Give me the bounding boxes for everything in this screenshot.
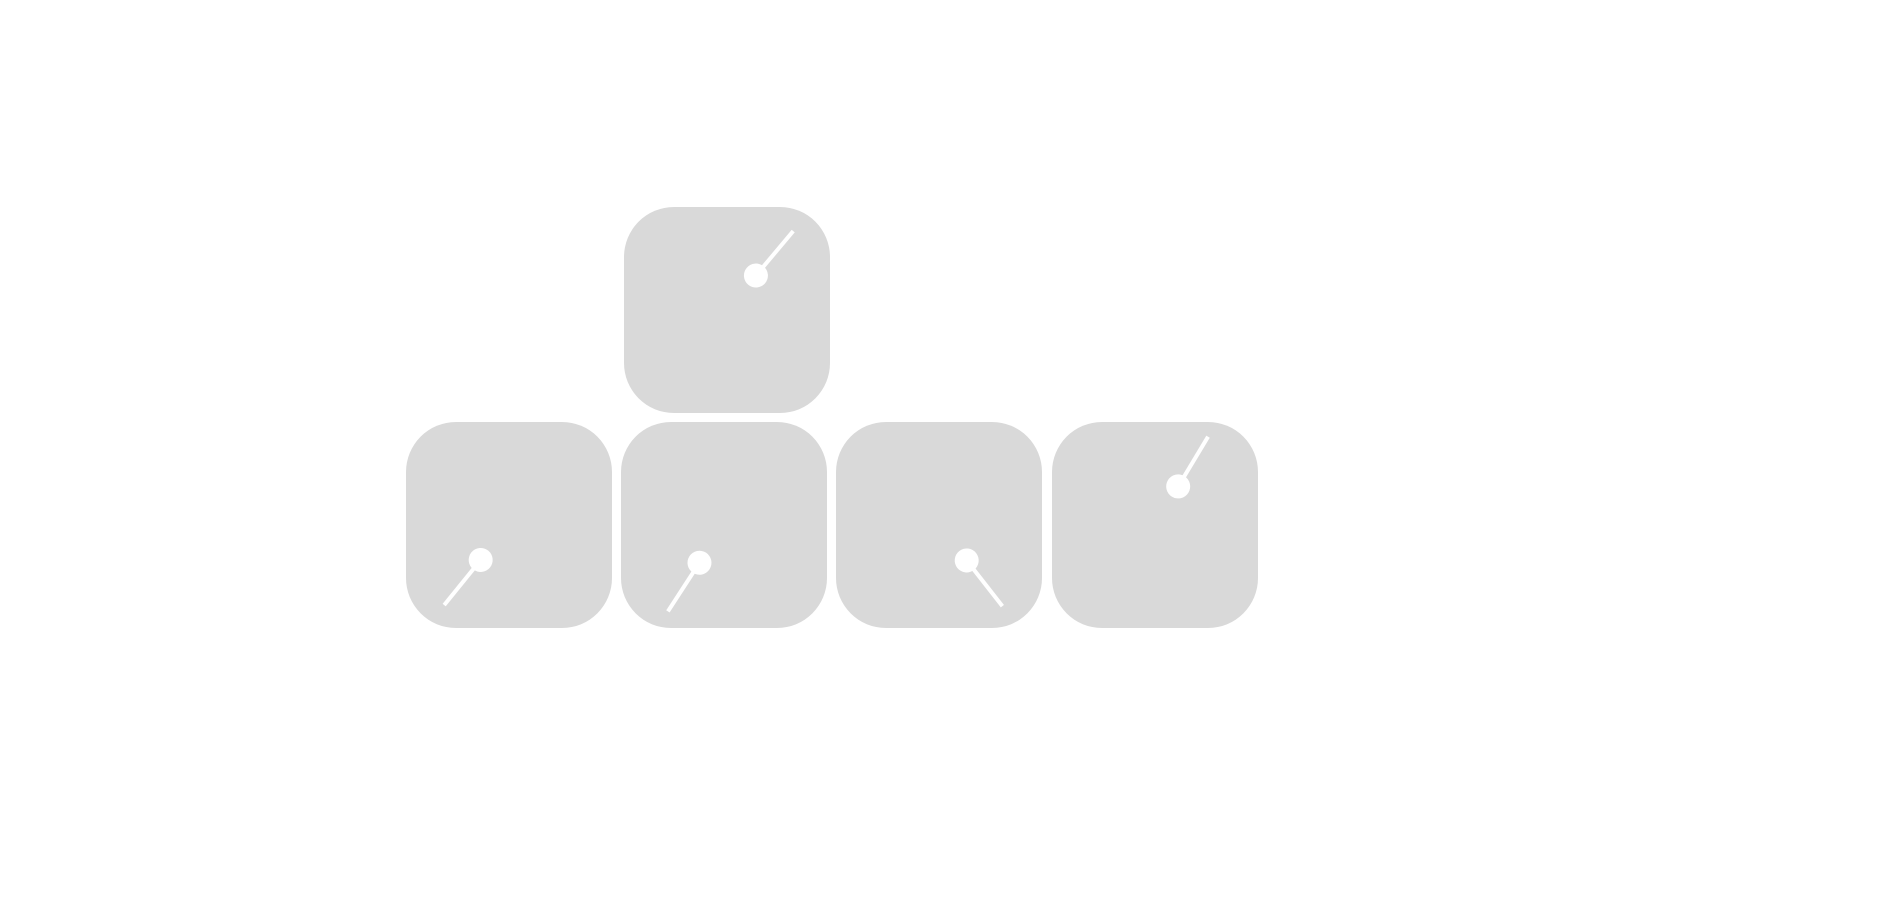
tile-face <box>836 422 1042 628</box>
tile-face <box>624 207 830 413</box>
rotatable-tile-bottom-3[interactable] <box>836 422 1042 639</box>
pointer-knob <box>1166 474 1191 499</box>
rotatable-tile-bottom-2[interactable] <box>621 422 827 647</box>
tile-graphic <box>624 199 830 413</box>
rotatable-tile-bottom-1[interactable] <box>406 422 612 638</box>
pointer-knob <box>687 550 712 575</box>
pointer-knob <box>954 548 979 573</box>
rotatable-tile-top[interactable] <box>624 199 830 413</box>
tile-face <box>621 422 827 628</box>
tile-graphic <box>406 422 612 638</box>
pointer-knob <box>468 547 493 572</box>
pointer-knob <box>743 263 768 288</box>
tile-graphic <box>621 422 827 647</box>
tile-graphic <box>836 422 1042 639</box>
tile-graphic <box>1052 401 1258 628</box>
tile-face <box>406 422 612 628</box>
rotatable-tile-bottom-4[interactable] <box>1052 401 1258 628</box>
tile-face <box>1052 422 1258 628</box>
